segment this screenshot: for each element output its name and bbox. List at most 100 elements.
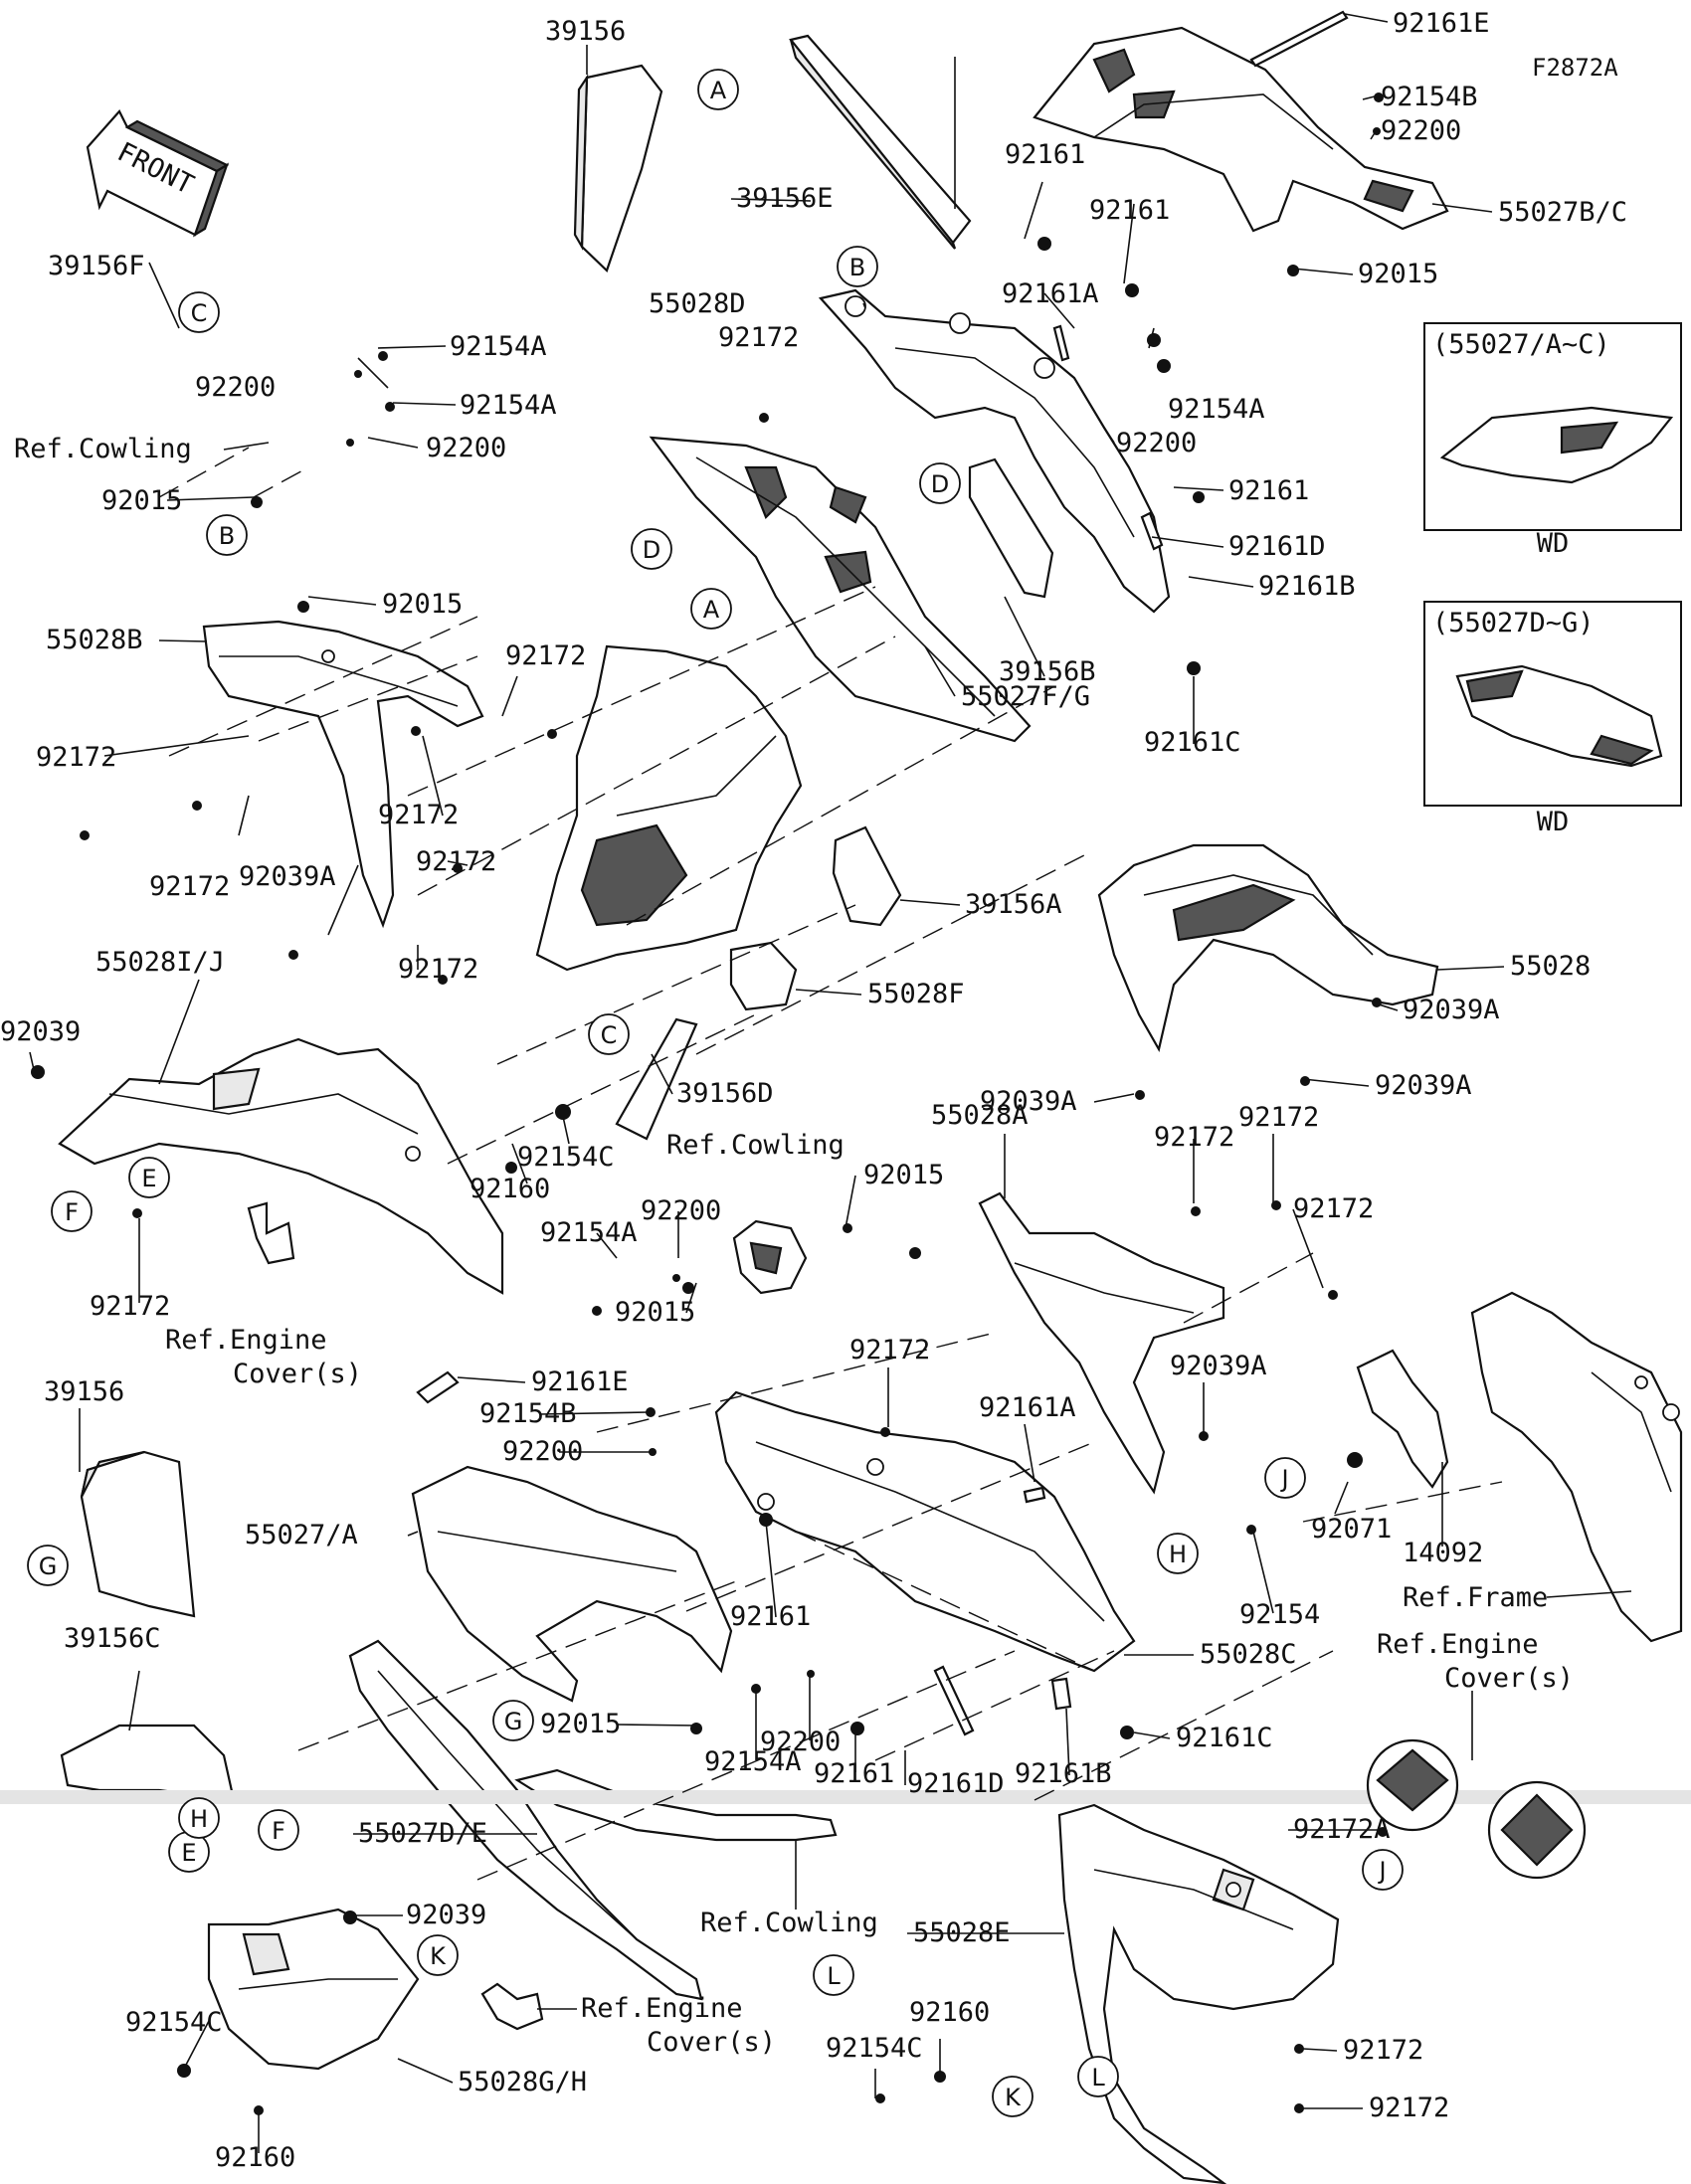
leader-53	[596, 1232, 618, 1259]
foam-39156-lower	[80, 1450, 196, 1618]
guide-0	[158, 447, 250, 498]
leader-4	[1431, 203, 1493, 213]
fastener-24	[1300, 1076, 1310, 1086]
part-label-l16: 92161D	[1228, 531, 1326, 562]
part-label-l64: 92172	[849, 1335, 930, 1365]
inset-2-title: (55027D~G)	[1432, 608, 1595, 638]
part-label-l35: 92172	[398, 954, 478, 985]
leader-71	[128, 1670, 140, 1731]
fastener-8	[1193, 491, 1205, 503]
bracket-55028D	[818, 288, 1171, 614]
fastener-38	[646, 1407, 656, 1417]
fastener-43	[1347, 1452, 1363, 1468]
part-label-l97: 92172	[1369, 2093, 1449, 2123]
engine-cover-right	[1366, 1738, 1587, 1880]
fastener-1	[1373, 127, 1381, 135]
fastener-48	[850, 1722, 864, 1735]
part-label-l68: 92161	[730, 1601, 811, 1632]
callout-letter: J	[1377, 1857, 1386, 1885]
guide-4	[407, 586, 876, 797]
callout-letter: J	[1279, 1465, 1288, 1493]
part-label-l05: 55027B/C	[1498, 197, 1627, 228]
part-label-l85: 92172A	[1293, 1814, 1391, 1845]
leader-46	[651, 1053, 673, 1095]
fastener-47	[807, 1670, 815, 1678]
diagram-code: F2872A	[1532, 54, 1618, 82]
leader-14	[1173, 486, 1224, 491]
guide-11	[685, 1441, 1095, 1612]
fastener-27	[505, 1162, 517, 1174]
guide-12	[297, 1580, 737, 1751]
leader-9	[1123, 203, 1135, 284]
bracket-55028F	[729, 941, 798, 1011]
part-label-l65: 92161A	[979, 1392, 1076, 1423]
guide-13	[476, 1650, 1016, 1881]
callout-letter: H	[190, 1805, 208, 1833]
part-label-l20: 39156F	[48, 251, 145, 281]
part-label-l93: 92160	[909, 1997, 990, 2028]
leader-42	[158, 979, 200, 1085]
part-label-l45: 92154C	[517, 1142, 615, 1173]
part-label-l37: 39156A	[965, 889, 1062, 920]
fastener-36	[672, 1274, 680, 1282]
part-label-l29: 92172	[505, 640, 586, 671]
fastener-20	[547, 729, 557, 739]
callout-letter: K	[430, 1942, 447, 1970]
strip-92161A	[1052, 324, 1070, 362]
fastener-55	[254, 2105, 264, 2115]
callout-letter: E	[181, 1839, 196, 1867]
leader-37	[795, 989, 862, 996]
part-label-l77: 92015	[540, 1709, 621, 1739]
part-label-l33: 92039A	[239, 861, 336, 892]
bracket-55028A	[978, 1191, 1225, 1495]
part-label-l51: Ref.Cowling	[666, 1130, 845, 1161]
leader-8	[1024, 181, 1043, 240]
part-label-l96: 92172	[1343, 2035, 1423, 2066]
guide-9	[695, 854, 1085, 1055]
part-label-l23: 92154A	[460, 390, 557, 421]
fastener-32	[1191, 1206, 1201, 1216]
callout-E-8: E	[128, 1157, 170, 1198]
part-label-l09: 92161	[1089, 195, 1170, 226]
callout-letter: H	[1169, 1541, 1187, 1568]
leader-20	[377, 345, 447, 349]
fastener-50	[1378, 1827, 1388, 1837]
part-label-l24: Ref.Cowling	[14, 434, 192, 464]
guide-1	[253, 466, 309, 498]
part-label-l30: 92172	[36, 742, 116, 773]
part-label-l84: 55027D/E	[358, 1818, 487, 1849]
part-label-l01: 39156	[545, 16, 626, 47]
leader-85	[183, 2020, 210, 2070]
fastener-33	[1271, 1200, 1281, 1210]
fastener-3	[1037, 237, 1051, 251]
inset-box-2: (55027D~G) WD	[1423, 601, 1682, 837]
leader-13	[1103, 427, 1115, 444]
bracket-55028B	[202, 620, 484, 929]
callout-F-11: F	[258, 1809, 299, 1851]
part-label-l81: 92161	[814, 1758, 894, 1789]
fastener-39	[649, 1448, 657, 1456]
part-label-l76: 39156C	[64, 1623, 161, 1654]
callout-D-7: D	[631, 528, 672, 570]
leader-86	[397, 2058, 454, 2084]
callout-letter: D	[931, 470, 949, 498]
part-label-l83: 92161B	[1015, 1758, 1112, 1789]
leader-1	[1344, 13, 1389, 23]
part-label-l08: 92161	[1005, 139, 1085, 170]
guide-6	[626, 685, 1055, 926]
fastener-9	[1187, 661, 1201, 675]
inset-2-caption: WD	[1537, 807, 1570, 837]
bracket-55028GH	[207, 1908, 420, 2071]
inset-1-caption: WD	[1537, 528, 1570, 559]
part-label-l27: 92015	[382, 589, 463, 620]
callout-G-12: G	[27, 1545, 69, 1586]
part-label-l14: 92200	[1116, 428, 1197, 458]
leader-40	[1302, 1078, 1370, 1087]
cowl-55028	[1097, 843, 1439, 1052]
callout-F-10: F	[51, 1190, 93, 1232]
guide-7	[447, 1013, 757, 1165]
leader-2	[1362, 95, 1376, 100]
fastener-23	[1372, 998, 1382, 1007]
